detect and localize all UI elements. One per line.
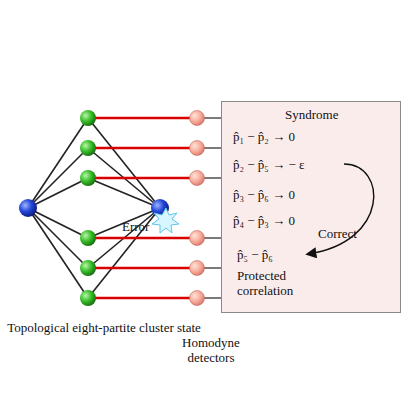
caption-label: Topological eight-partite cluster state <box>4 320 204 335</box>
error-label: Error <box>122 219 149 234</box>
green-modes <box>80 110 96 306</box>
panel-text: p̂₅ − p̂₆ <box>237 247 273 262</box>
syndrome-panel: Syndrome p̂₁ − p̂₂ → 0 p̂₂ − p̂₅ → − ε p̂₃ … <box>221 101 401 313</box>
panel-text: p̂₂ − p̂₅ → − ε <box>233 157 304 172</box>
homodyne-detectors <box>190 111 205 306</box>
panel-text: Protected correlation <box>237 268 327 298</box>
panel-heading: Syndrome <box>285 107 338 122</box>
caption-label: Homodyne detectors <box>166 335 256 365</box>
panel-text: p̂₄ − p̂₃ → 0 <box>233 213 295 228</box>
panel-text: Correct <box>318 226 357 241</box>
detector-leads <box>204 118 221 298</box>
panel-text: p̂₃ − p̂₆ → 0 <box>233 187 295 202</box>
cluster-bonds <box>28 118 160 298</box>
error-star <box>152 208 179 233</box>
panel-text: p̂₁ − p̂₂ → 0 <box>233 129 295 144</box>
blue-modes <box>19 199 169 217</box>
measurement-beams <box>88 118 197 298</box>
